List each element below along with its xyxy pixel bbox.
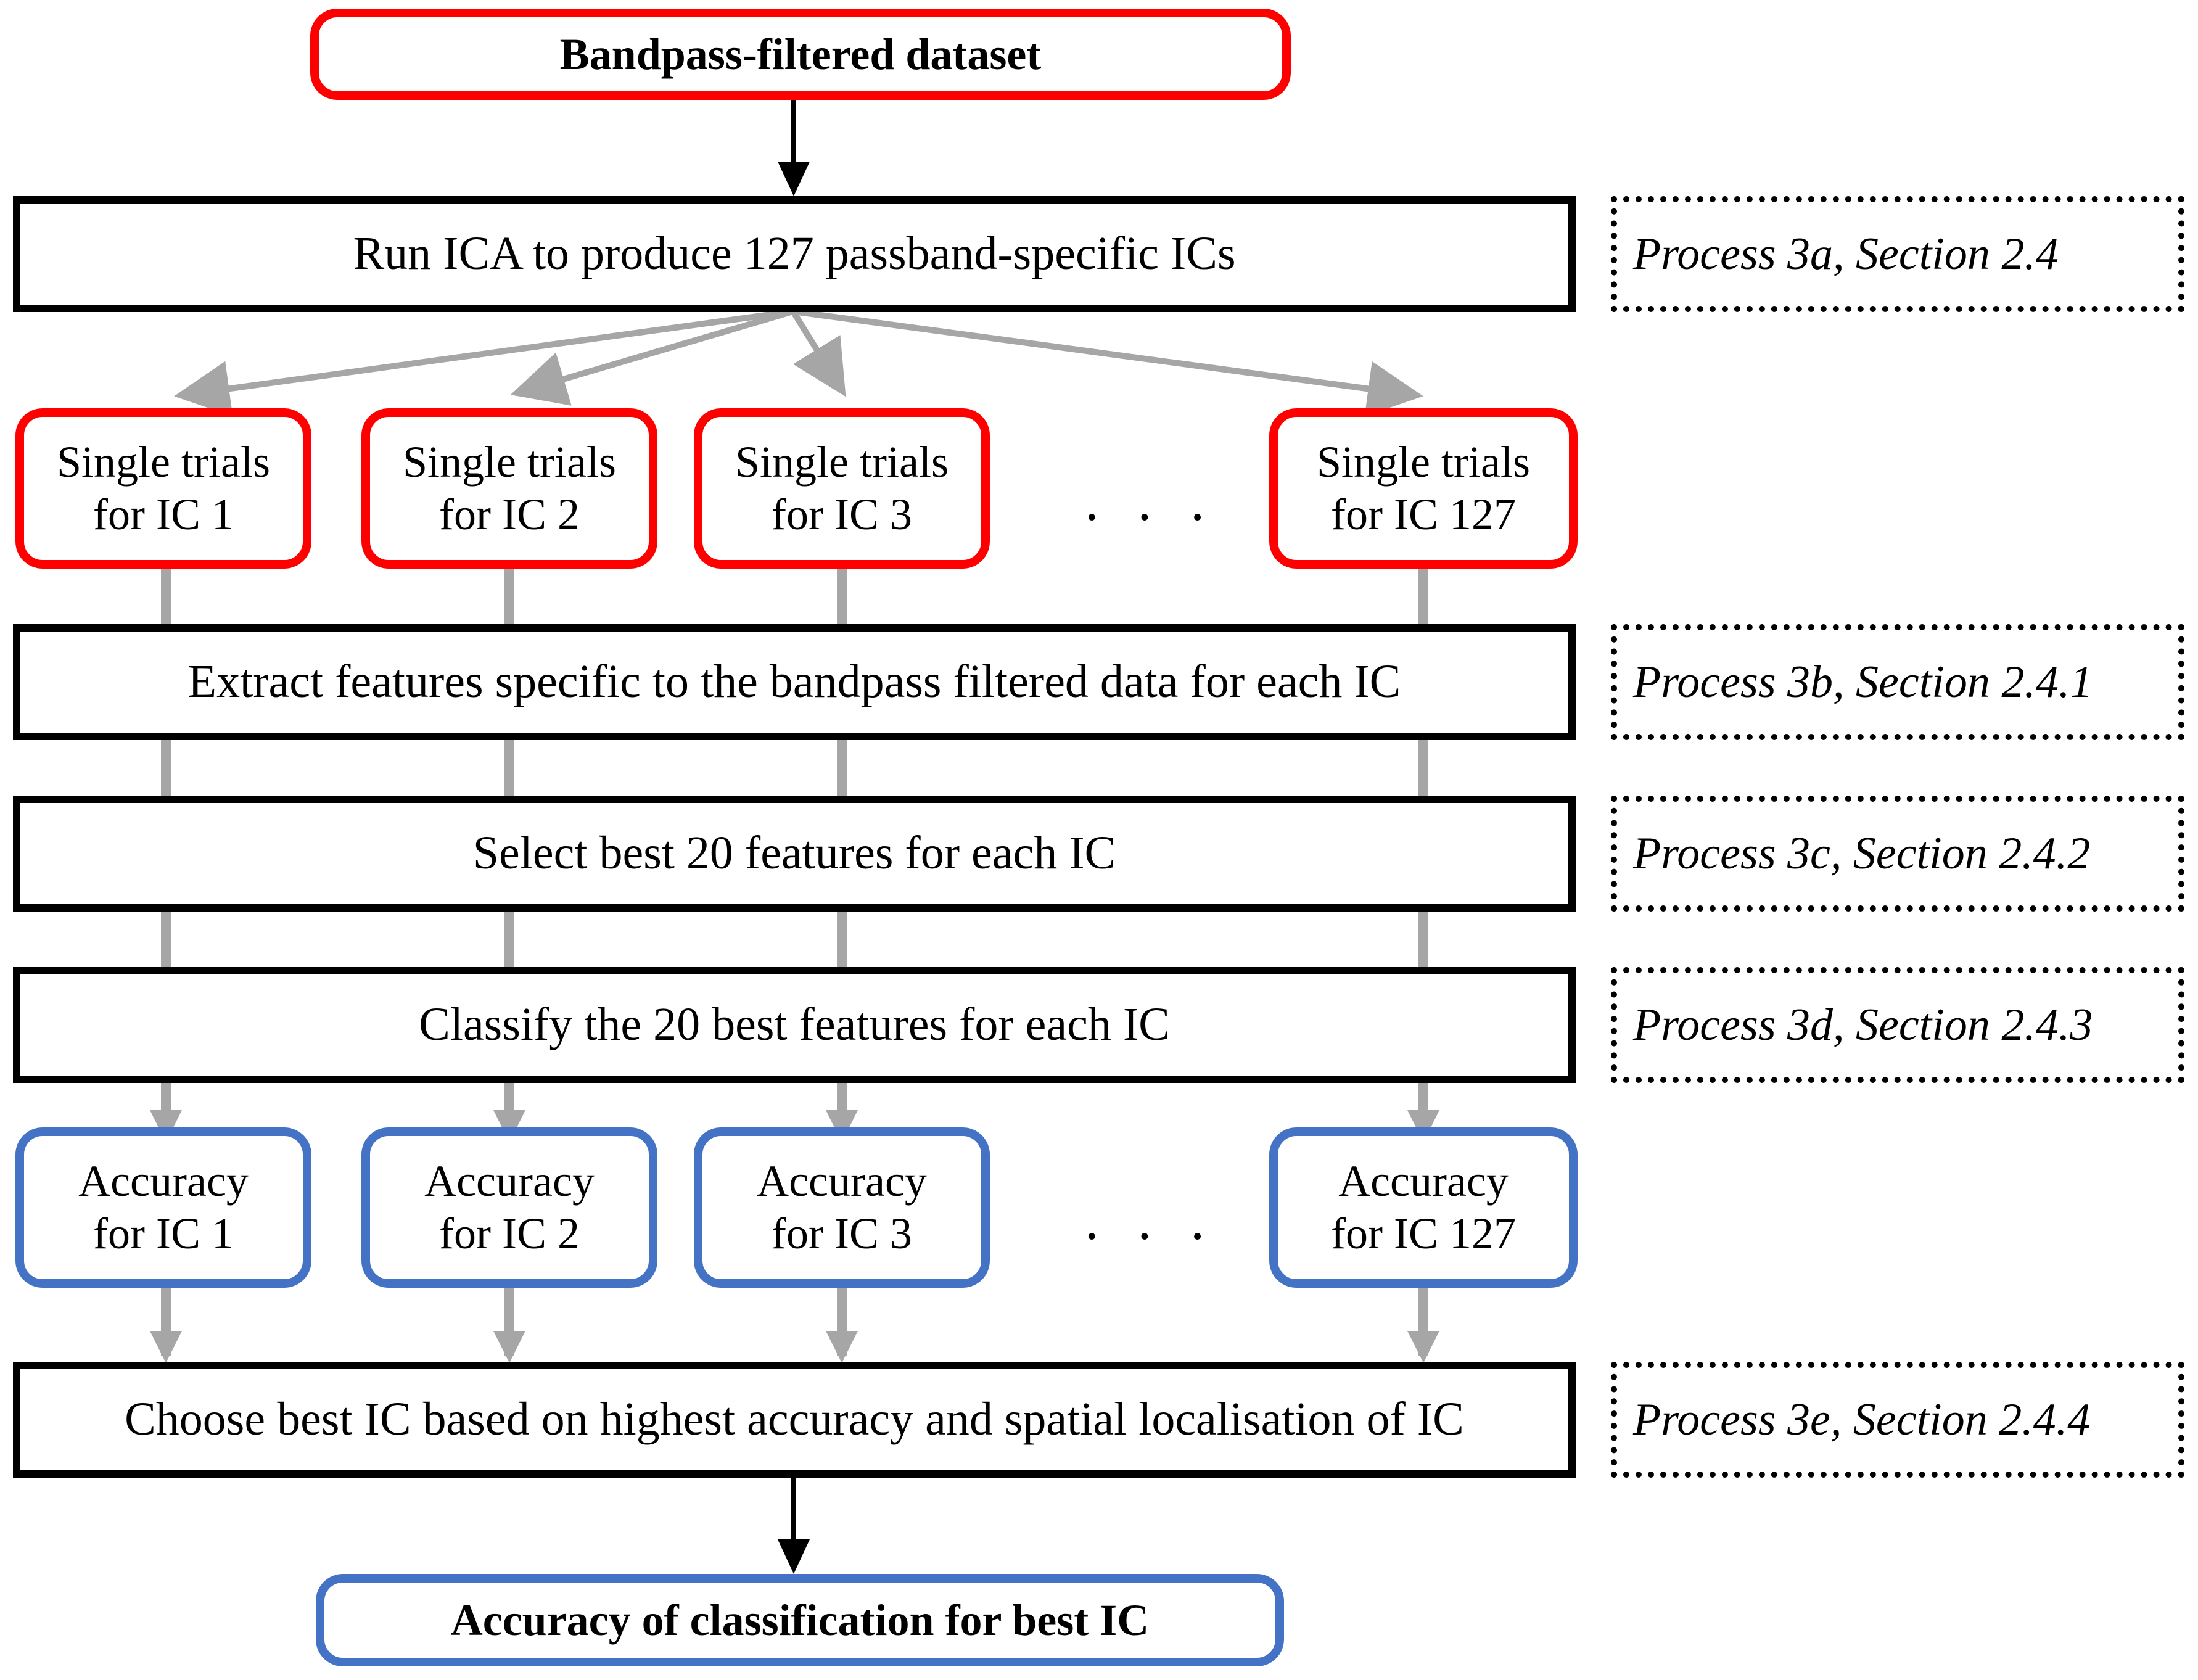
connector-extract-to-select-1 bbox=[161, 740, 171, 796]
accuracy-box-ic3-line1: Accuracy bbox=[757, 1156, 927, 1206]
arrowhead-title-to-runica bbox=[778, 162, 810, 196]
annotation-process-3a: Process 3a, Section 2.4 bbox=[1611, 196, 2184, 312]
accuracy-box-ic2: Accuracy for IC 2 bbox=[361, 1127, 657, 1288]
process-box-classify-label: Classify the 20 best features for each I… bbox=[419, 999, 1170, 1051]
annotation-process-3b: Process 3b, Section 2.4.1 bbox=[1611, 624, 2184, 740]
connector-select-to-classify-1 bbox=[161, 912, 171, 967]
result-box-accuracy-best-ic: Accuracy of classification for best IC bbox=[316, 1574, 1284, 1666]
accuracy-box-ic2-line2: for IC 2 bbox=[439, 1209, 580, 1258]
accuracy-box-ic127-line1: Accuracy bbox=[1338, 1156, 1509, 1206]
single-trials-box-ic127: Single trials for IC 127 bbox=[1269, 408, 1578, 569]
accuracy-box-ic3: Accuracy for IC 3 bbox=[694, 1127, 990, 1288]
connector-ic1-to-extract bbox=[161, 569, 171, 624]
single-trials-box-ic1-line2: for IC 1 bbox=[93, 490, 234, 539]
fanout-arrow-ic127 bbox=[792, 308, 1423, 417]
fanout-arrow-ic3 bbox=[790, 310, 846, 397]
bandpass-filtered-dataset-box: Bandpass-filtered dataset bbox=[310, 9, 1291, 100]
accuracy-ellipsis: · · · bbox=[1082, 1204, 1217, 1267]
process-box-choose-best-ic: Choose best IC based on highest accuracy… bbox=[13, 1362, 1576, 1478]
arrowhead-acc2-to-choose bbox=[493, 1331, 525, 1363]
arrowhead-choose-to-result bbox=[778, 1539, 810, 1574]
connector-ic2-to-extract bbox=[504, 569, 514, 624]
annotation-process-3b-label: Process 3b, Section 2.4.1 bbox=[1633, 656, 2093, 707]
accuracy-box-ic1-line2: for IC 1 bbox=[93, 1209, 234, 1258]
single-trials-box-ic1: Single trials for IC 1 bbox=[15, 408, 311, 569]
connector-select-to-classify-4 bbox=[1418, 912, 1428, 967]
annotation-process-3e-label: Process 3e, Section 2.4.4 bbox=[1633, 1394, 2091, 1445]
annotation-process-3c-label: Process 3c, Section 2.4.2 bbox=[1633, 828, 2091, 879]
annotation-process-3d-label: Process 3d, Section 2.4.3 bbox=[1633, 999, 2093, 1050]
accuracy-box-ic127: Accuracy for IC 127 bbox=[1269, 1127, 1578, 1288]
connector-extract-to-select-4 bbox=[1418, 740, 1428, 796]
accuracy-box-ic1: Accuracy for IC 1 bbox=[15, 1127, 311, 1288]
annotation-process-3a-label: Process 3a, Section 2.4 bbox=[1633, 228, 2059, 279]
connector-classify-to-acc2 bbox=[504, 1083, 514, 1115]
annotation-process-3d: Process 3d, Section 2.4.3 bbox=[1611, 967, 2184, 1083]
arrowhead-acc1-to-choose bbox=[150, 1331, 182, 1363]
fanout-arrow-ic1 bbox=[174, 308, 794, 416]
single-trials-box-ic2: Single trials for IC 2 bbox=[361, 408, 657, 569]
single-trials-box-ic2-line1: Single trials bbox=[403, 437, 616, 487]
connector-select-to-classify-2 bbox=[504, 912, 514, 967]
annotation-process-3c: Process 3c, Section 2.4.2 bbox=[1611, 796, 2184, 912]
single-trials-box-ic3: Single trials for IC 3 bbox=[694, 408, 990, 569]
connector-classify-to-acc127 bbox=[1418, 1083, 1428, 1115]
connector-ic3-to-extract bbox=[837, 569, 847, 624]
single-trials-box-ic127-line2: for IC 127 bbox=[1331, 490, 1516, 539]
process-box-extract-features-label: Extract features specific to the bandpas… bbox=[187, 656, 1401, 708]
connector-choose-to-result bbox=[791, 1478, 796, 1547]
accuracy-box-ic1-line1: Accuracy bbox=[78, 1156, 249, 1206]
arrowhead-acc127-to-choose bbox=[1407, 1331, 1439, 1363]
single-trials-box-ic2-line2: for IC 2 bbox=[439, 490, 580, 539]
fanout-arrow-ic2 bbox=[510, 308, 794, 406]
arrowhead-acc3-to-choose bbox=[826, 1331, 858, 1363]
single-trials-box-ic3-line1: Single trials bbox=[735, 437, 949, 487]
process-box-classify: Classify the 20 best features for each I… bbox=[13, 967, 1576, 1083]
process-box-choose-best-ic-label: Choose best IC based on highest accuracy… bbox=[125, 1393, 1464, 1446]
process-box-select-features: Select best 20 features for each IC bbox=[13, 796, 1576, 912]
connector-extract-to-select-3 bbox=[837, 740, 847, 796]
connector-title-to-runica bbox=[791, 100, 796, 169]
connector-classify-to-acc3 bbox=[837, 1083, 847, 1115]
single-trials-box-ic3-line2: for IC 3 bbox=[772, 490, 912, 539]
connector-ic127-to-extract bbox=[1418, 569, 1428, 624]
annotation-process-3e: Process 3e, Section 2.4.4 bbox=[1611, 1362, 2184, 1478]
result-box-accuracy-best-ic-label: Accuracy of classification for best IC bbox=[450, 1595, 1150, 1645]
connector-select-to-classify-3 bbox=[837, 912, 847, 967]
single-trials-box-ic1-line1: Single trials bbox=[57, 437, 270, 487]
process-box-extract-features: Extract features specific to the bandpas… bbox=[13, 624, 1576, 740]
process-box-select-features-label: Select best 20 features for each IC bbox=[472, 827, 1116, 879]
bandpass-filtered-dataset-label: Bandpass-filtered dataset bbox=[559, 29, 1042, 79]
connector-classify-to-acc1 bbox=[161, 1083, 171, 1115]
connector-extract-to-select-2 bbox=[504, 740, 514, 796]
single-trials-ellipsis: · · · bbox=[1082, 485, 1217, 548]
accuracy-box-ic3-line2: for IC 3 bbox=[772, 1209, 912, 1258]
accuracy-box-ic2-line1: Accuracy bbox=[424, 1156, 595, 1206]
single-trials-box-ic127-line1: Single trials bbox=[1317, 437, 1530, 487]
process-box-run-ica-label: Run ICA to produce 127 passband-specific… bbox=[353, 228, 1236, 280]
accuracy-box-ic127-line2: for IC 127 bbox=[1331, 1209, 1516, 1258]
process-box-run-ica: Run ICA to produce 127 passband-specific… bbox=[13, 196, 1576, 312]
